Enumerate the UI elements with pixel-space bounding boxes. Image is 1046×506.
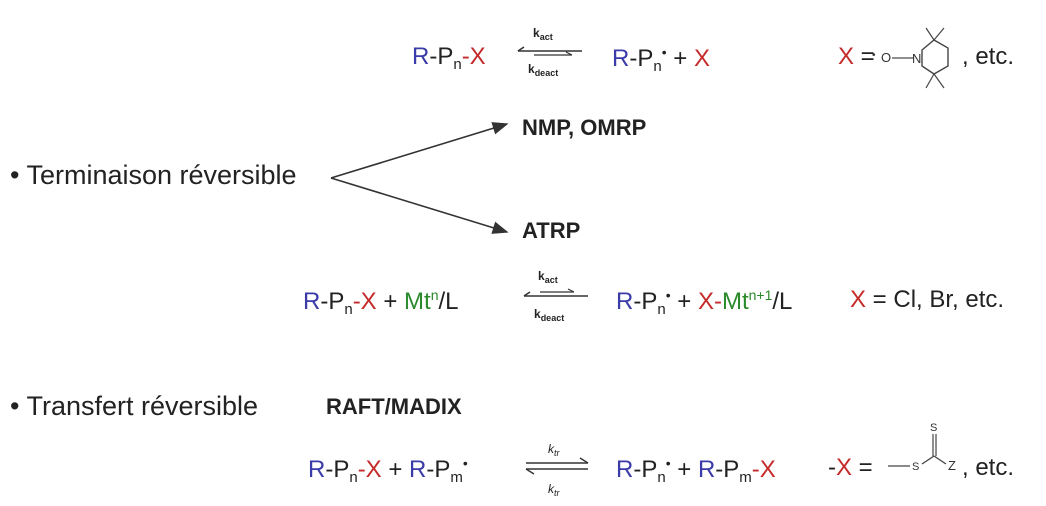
- method-nmp-omrp: NMP, OMRP: [522, 115, 647, 140]
- svg-text:•: •: [872, 50, 876, 61]
- branch-arrows: [330, 122, 509, 234]
- raft-etc: , etc.: [962, 454, 1015, 481]
- top-etc: , etc.: [962, 43, 1015, 70]
- top-equation-right: R-Pn• + X: [612, 44, 710, 75]
- double-arrow-icon: [525, 457, 589, 475]
- equilibrium-arrows-raft: ktr ktr: [522, 436, 594, 500]
- svg-text:S: S: [912, 461, 919, 473]
- equilibrium-arrows-atrp: kact kdeact: [522, 265, 592, 325]
- top-x-definition: X =: [838, 43, 875, 70]
- raft-x-definition: -X =: [828, 454, 873, 481]
- bullet-terminaison-reversible: • Terminaison réversible: [10, 160, 297, 190]
- svg-text:S: S: [930, 422, 937, 434]
- r-group: R: [412, 43, 430, 70]
- tempo-structure-icon: • O N: [872, 27, 949, 89]
- method-raft-madix: RAFT/MADIX: [326, 394, 462, 419]
- raft-equation-left: R-Pn-X + R-Pm•: [308, 455, 468, 486]
- atrp-equation-left: R-Pn-X + Mtn/L: [303, 287, 459, 318]
- top-equation-left: R-Pn-X: [412, 43, 486, 73]
- equilibrium-arrows-top: kact kdeact: [516, 22, 586, 82]
- svg-text:N: N: [912, 51, 921, 66]
- svg-text:O: O: [881, 50, 891, 65]
- double-arrow-icon: [523, 288, 588, 297]
- svg-text:Z: Z: [948, 458, 956, 473]
- method-atrp: ATRP: [522, 218, 581, 243]
- double-arrow-icon: [517, 46, 582, 56]
- raft-equation-right: R-Pn• + R-Pm-X: [616, 455, 776, 486]
- bullet-transfert-reversible: • Transfert réversible: [10, 391, 259, 421]
- thiocarbonylthio-structure-icon: S S Z: [888, 422, 956, 473]
- atrp-equation-right: R-Pn• + X-Mtn+1/L: [616, 287, 793, 318]
- atrp-x-definition: X = Cl, Br, etc.: [850, 286, 1005, 313]
